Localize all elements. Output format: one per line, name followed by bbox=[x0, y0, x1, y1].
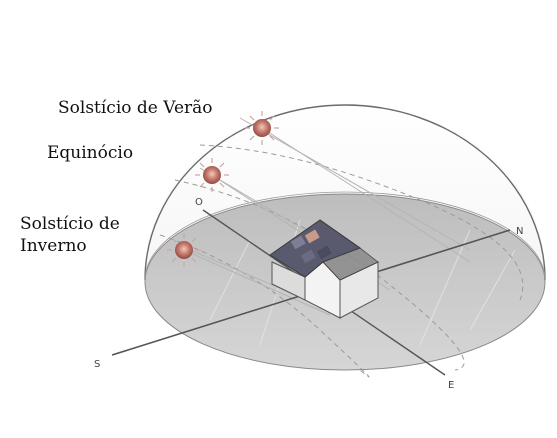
sun-paths bbox=[159, 144, 524, 378]
direction-north: N bbox=[516, 226, 523, 237]
house-roof-right bbox=[319, 219, 379, 281]
solar-panel-1 bbox=[290, 235, 306, 250]
summer-sun-path bbox=[199, 144, 524, 301]
dome-outline bbox=[144, 104, 546, 281]
sun-equinox bbox=[195, 158, 229, 192]
dome-base-back bbox=[144, 191, 546, 281]
winter-solstice-label-line1: Solstício de bbox=[20, 214, 120, 234]
direction-west: O bbox=[195, 197, 203, 208]
direction-south: S bbox=[94, 359, 100, 370]
solar-panel-3 bbox=[316, 245, 332, 260]
solar-panel-4 bbox=[300, 249, 316, 264]
house bbox=[269, 219, 379, 319]
summer-solstice-label: Solstício de Verão bbox=[58, 98, 213, 118]
sun-winter bbox=[167, 233, 201, 267]
equinox-sun-path bbox=[174, 179, 465, 371]
winter-sun-path bbox=[159, 234, 370, 378]
direction-east: E bbox=[448, 380, 454, 391]
solar-panel-2 bbox=[304, 229, 320, 244]
winter-solstice-label-line2: Inverno bbox=[20, 236, 87, 256]
sun-summer bbox=[245, 111, 279, 145]
equinox-label: Equinócio bbox=[47, 143, 134, 163]
house-wall-front bbox=[271, 261, 306, 301]
